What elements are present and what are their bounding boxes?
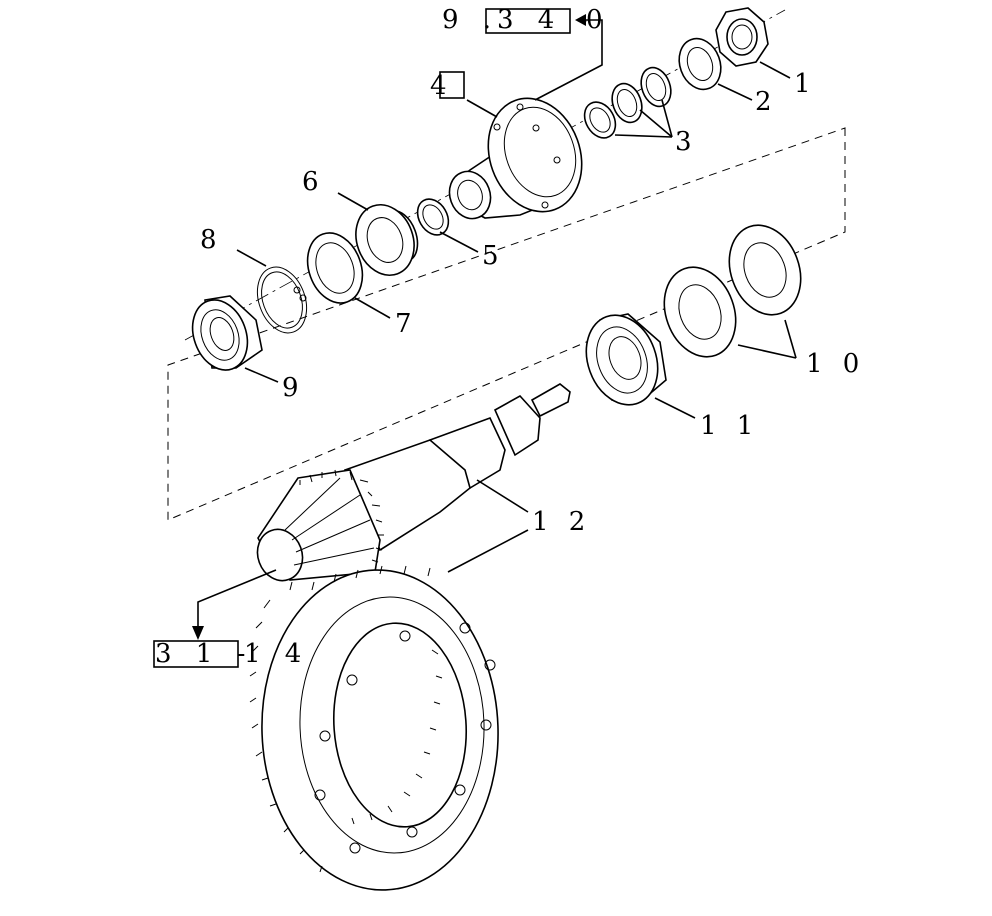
reference-top-prefix: 9 . (442, 5, 499, 35)
part-4-flange (448, 97, 583, 220)
reference-bottom: 3 1 - 1 4 (153, 639, 309, 669)
ring-gear (249, 565, 499, 891)
reference-top-suffix: 0 (586, 5, 611, 35)
part-3-shims (583, 66, 672, 139)
part-9-bearing (191, 295, 263, 371)
reference-bottom-box: 3 1 - (155, 639, 253, 669)
part-5-o-ring (416, 198, 450, 236)
callout-9: 9 (282, 373, 305, 403)
callout-4: 4 (430, 71, 453, 101)
callout-10: 1 0 (806, 349, 865, 379)
callout-8: 8 (200, 225, 223, 255)
callout-1: 1 (794, 69, 817, 99)
callout-11: 1 1 (700, 411, 759, 441)
callout-6: 6 (302, 167, 325, 197)
part-12-pinion-shaft (256, 383, 571, 582)
part-1-hex-nut (715, 7, 769, 67)
part-6-seal (355, 204, 419, 276)
callout-7: 7 (395, 309, 418, 339)
callout-5: 5 (482, 241, 505, 271)
callout-12: 1 2 (532, 507, 591, 537)
callouts: 1 2 3 4 5 6 7 8 9 1 0 1 1 1 2 (200, 69, 865, 537)
reference-bottom-suffix: 1 4 (244, 639, 309, 669)
reference-top: 9 . 3 4 - 0 (442, 5, 611, 35)
part-2-washer (678, 37, 722, 91)
part-11-bearing (585, 313, 667, 406)
part-4-box (439, 71, 465, 99)
callout-3: 3 (675, 127, 698, 157)
callout-2: 2 (755, 87, 778, 117)
part-7-spacer (306, 232, 364, 304)
part-10-shims (663, 224, 802, 358)
part-8-snap-ring (256, 266, 308, 334)
leader-lines (192, 14, 797, 640)
reference-top-box: 3 4 - (497, 5, 595, 35)
group-outline (167, 127, 846, 521)
